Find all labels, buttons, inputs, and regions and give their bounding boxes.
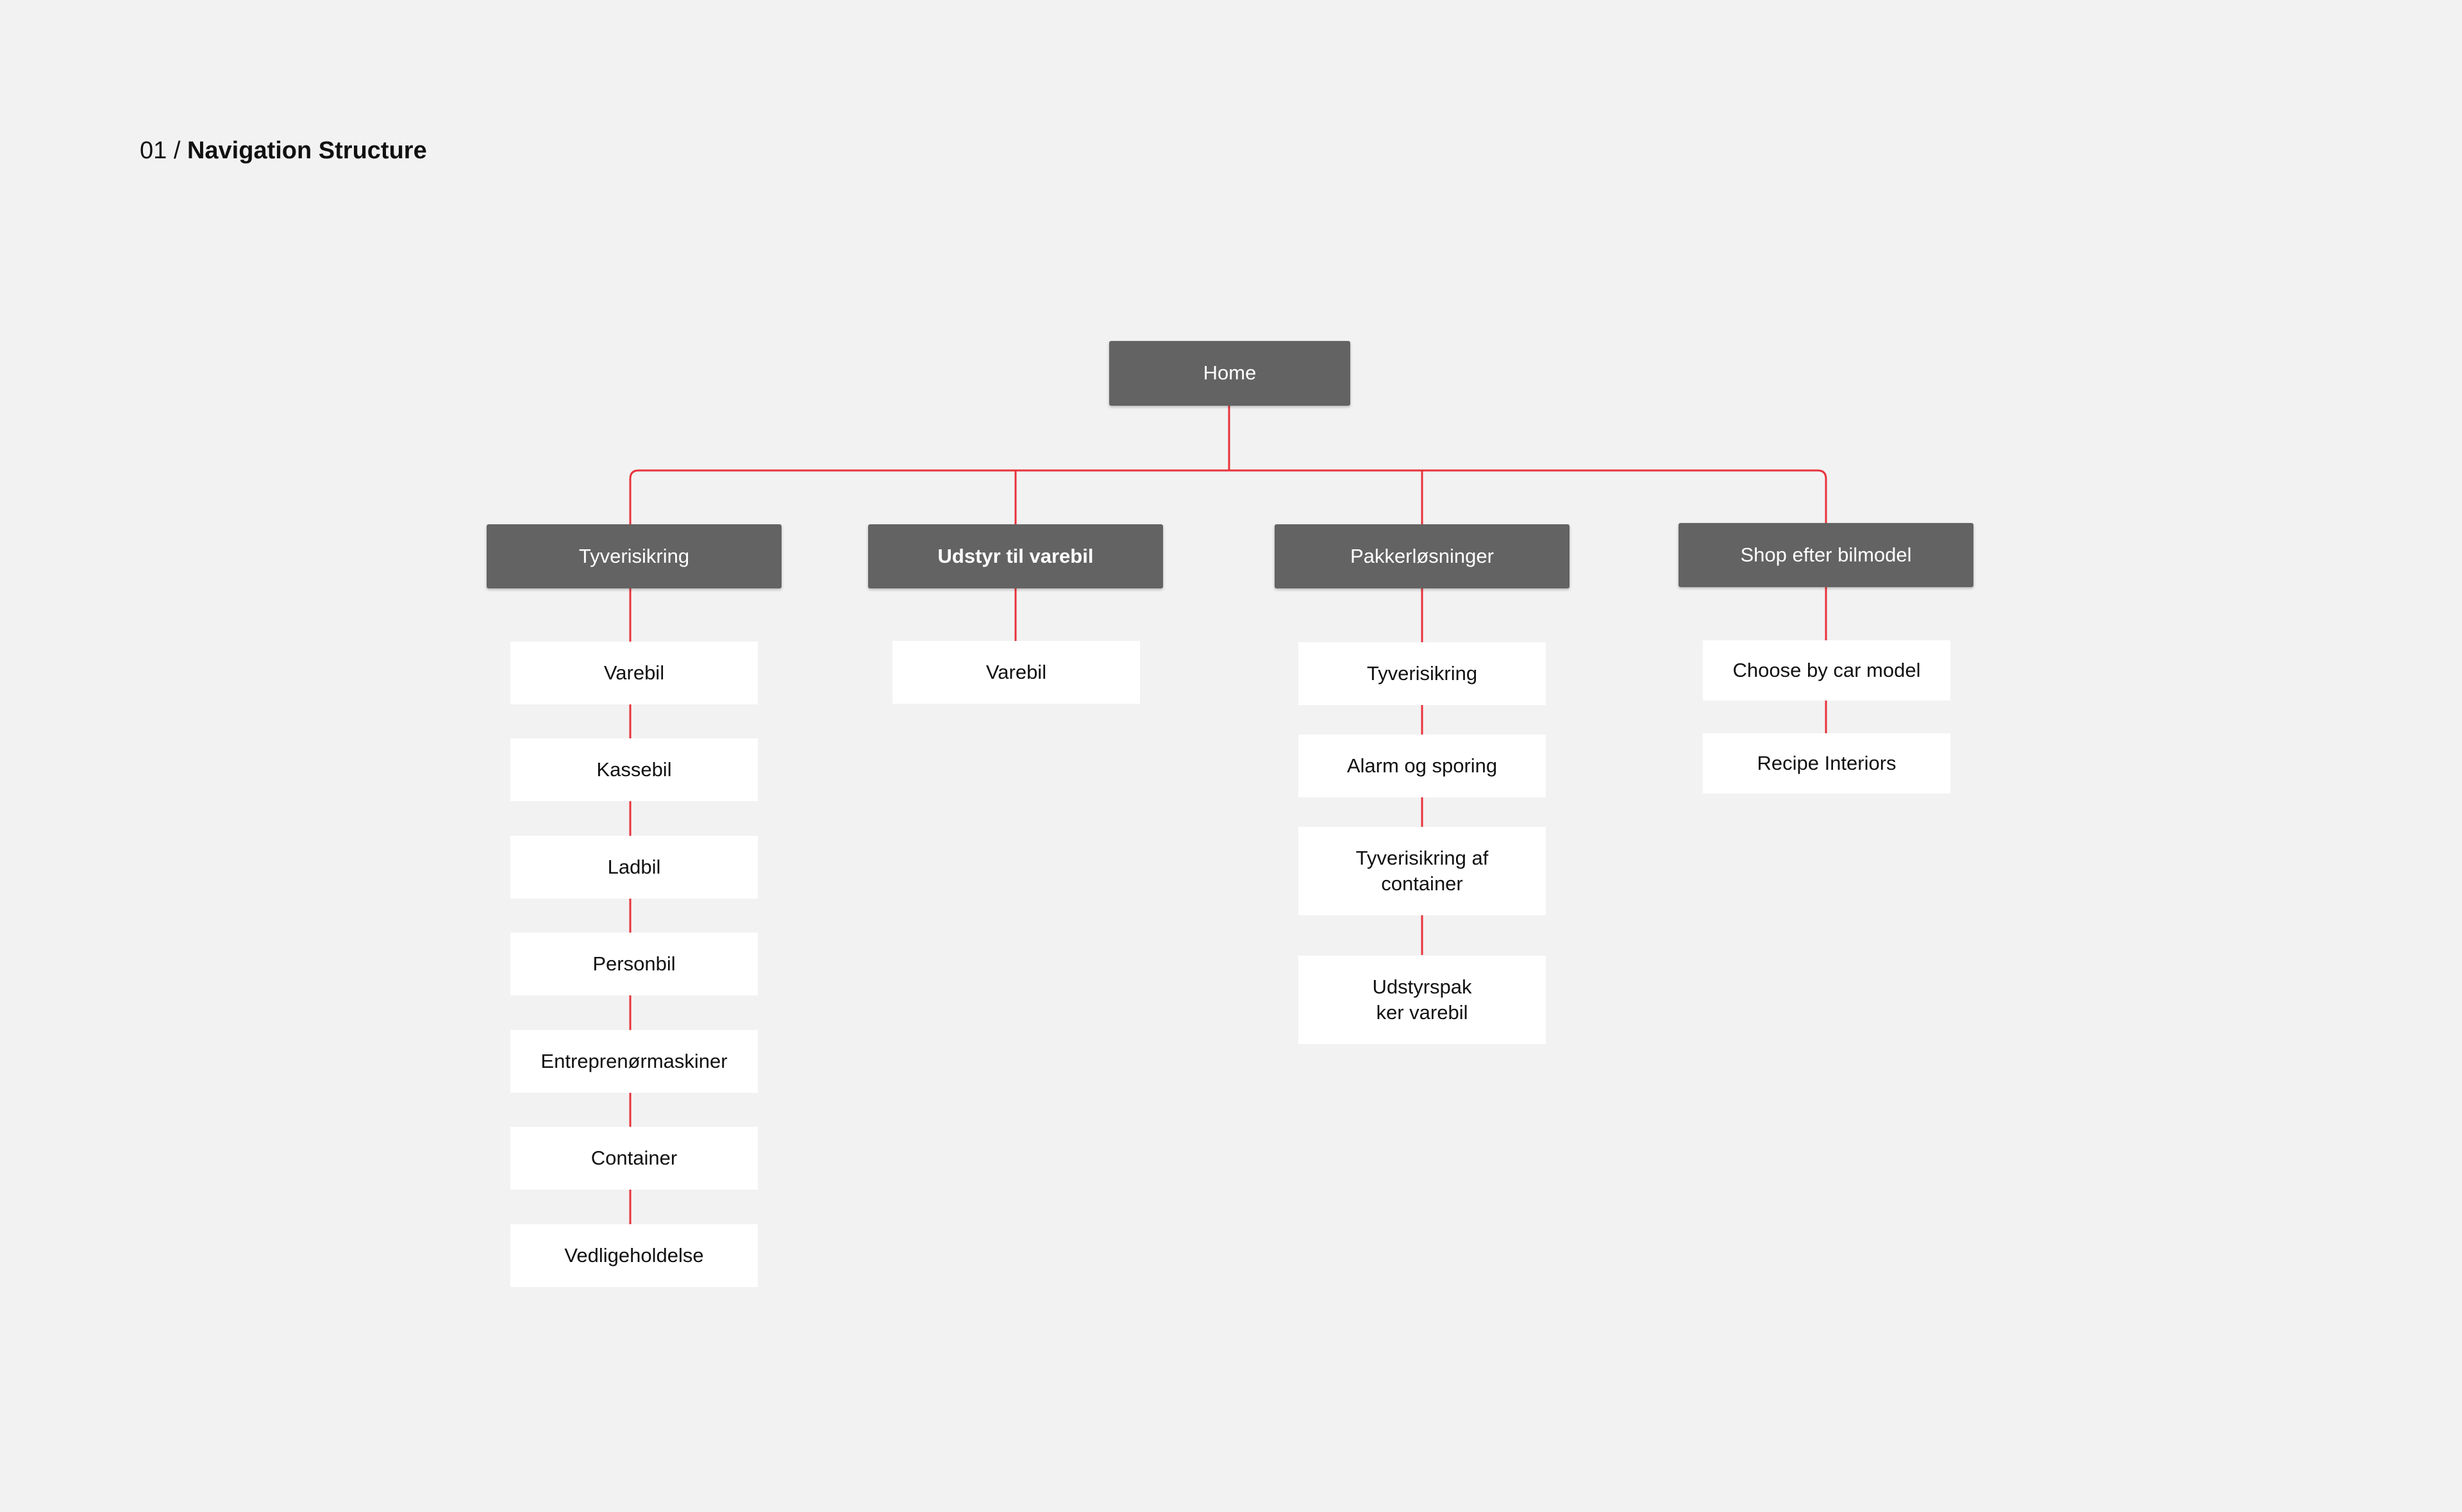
node-label: Kassebil	[596, 758, 672, 781]
section-tyverisikring[interactable]: Tyverisikring	[487, 524, 782, 588]
section-pakkerlosninger[interactable]: Pakkerløsninger	[1275, 524, 1570, 588]
node-label: Pakkerløsninger	[1350, 544, 1494, 567]
item-personbil[interactable]: Personbil	[510, 933, 758, 995]
node-label: Recipe Interiors	[1757, 751, 1897, 774]
node-label: Alarm og sporing	[1346, 754, 1498, 777]
node-label: Varebil	[985, 660, 1047, 683]
node-label: Ladbil	[607, 855, 661, 878]
item-tyverisikring-af-container[interactable]: Tyverisikring af container	[1298, 827, 1546, 915]
item-varebil[interactable]: Varebil	[510, 642, 758, 704]
item-kassebil[interactable]: Kassebil	[510, 738, 758, 801]
node-label: Tyverisikring	[1366, 661, 1478, 685]
item-ladbil[interactable]: Ladbil	[510, 836, 758, 899]
section-shop-efter-bilmodel[interactable]: Shop efter bilmodel	[1679, 523, 1973, 587]
item-alarm-og-sporing[interactable]: Alarm og sporing	[1298, 735, 1546, 797]
node-label: Personbil	[592, 952, 676, 975]
node-label: Tyverisikring af container	[1355, 846, 1489, 895]
item-recipe-interiors[interactable]: Recipe Interiors	[1703, 733, 1950, 793]
node-label: Entreprenørmaskiner	[540, 1049, 728, 1072]
item-udstyrspakker-varebil[interactable]: Udstyrspak ker varebil	[1298, 956, 1546, 1044]
node-label: Udstyrspak ker varebil	[1372, 975, 1472, 1024]
heading-separator: /	[173, 137, 181, 164]
item-tyverisikring[interactable]: Tyverisikring	[1298, 642, 1546, 705]
node-home[interactable]: Home	[1109, 341, 1350, 406]
page-heading: 01 / Navigation Structure	[140, 137, 427, 165]
item-container[interactable]: Container	[510, 1127, 758, 1190]
item-choose-by-car-model[interactable]: Choose by car model	[1703, 640, 1950, 701]
node-label: Choose by car model	[1732, 658, 1921, 681]
page-title: Navigation Structure	[187, 137, 427, 164]
section-udstyr-til-varebil[interactable]: Udstyr til varebil	[868, 524, 1163, 588]
node-label: Varebil	[603, 661, 665, 684]
node-label: Tyverisikring	[578, 544, 690, 567]
node-label: Shop efter bilmodel	[1740, 543, 1912, 566]
node-label: Home	[1203, 361, 1257, 385]
heading-number: 01	[140, 137, 167, 164]
item-entreprenormaskiner[interactable]: Entreprenørmaskiner	[510, 1030, 758, 1093]
connector-bus	[629, 469, 1827, 524]
item-varebil-udstyr[interactable]: Varebil	[892, 641, 1140, 704]
node-label: Udstyr til varebil	[937, 544, 1094, 567]
node-label: Container	[590, 1146, 678, 1169]
item-vedligeholdelse[interactable]: Vedligeholdelse	[510, 1224, 758, 1287]
node-label: Vedligeholdelse	[564, 1243, 704, 1267]
